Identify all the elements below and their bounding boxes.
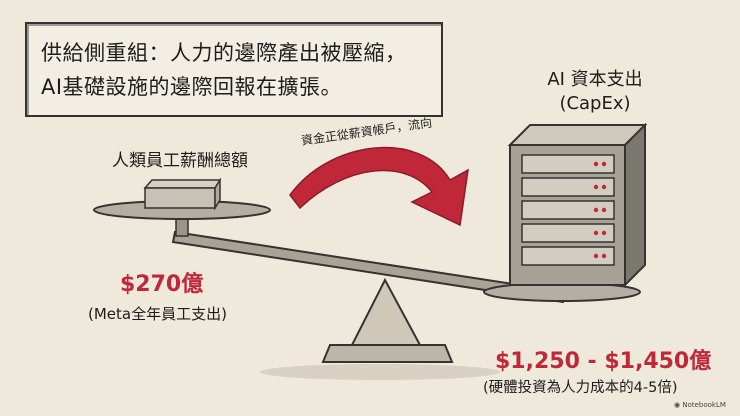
labor-box-icon [144, 187, 216, 209]
ground-shadow [260, 364, 500, 380]
footer-brand-text: NotebookLM [682, 401, 726, 409]
footer-brand: ◉ NotebookLM [674, 401, 726, 409]
fulcrum-icon [350, 277, 422, 346]
money-flow-arrow-icon [289, 146, 469, 227]
capex-amount: $1,250 - $1,450億 [495, 349, 712, 374]
labor-box-top [143, 179, 222, 189]
labor-amount: $270億 [120, 272, 204, 297]
headline-line-1: 供給側重組：人力的邊際產出被壓縮， [41, 41, 407, 65]
capex-note: (硬體投資為人力成本的4-5倍) [483, 380, 678, 396]
headline-line-2: AI基礎設施的邊際回報在擴張。 [41, 75, 343, 99]
server-side [624, 122, 646, 288]
server-top [507, 124, 648, 146]
server-drives [521, 154, 615, 266]
fulcrum-base [321, 344, 454, 363]
capex-title-line-2: (CapEx) [559, 93, 631, 114]
capex-title: AI 資本支出 (CapEx) [520, 68, 670, 116]
notebooklm-logo-icon: ◉ [674, 401, 683, 409]
scale-beam [171, 230, 567, 304]
headline-box: 供給側重組：人力的邊際產出被壓縮， AI基礎設施的邊際回報在擴張。 [25, 22, 443, 117]
labor-note: (Meta全年員工支出) [88, 305, 227, 323]
capex-title-line-1: AI 資本支出 [547, 69, 643, 90]
labor-title: 人類員工薪酬總額 [112, 151, 248, 171]
labor-box-side [214, 177, 221, 211]
